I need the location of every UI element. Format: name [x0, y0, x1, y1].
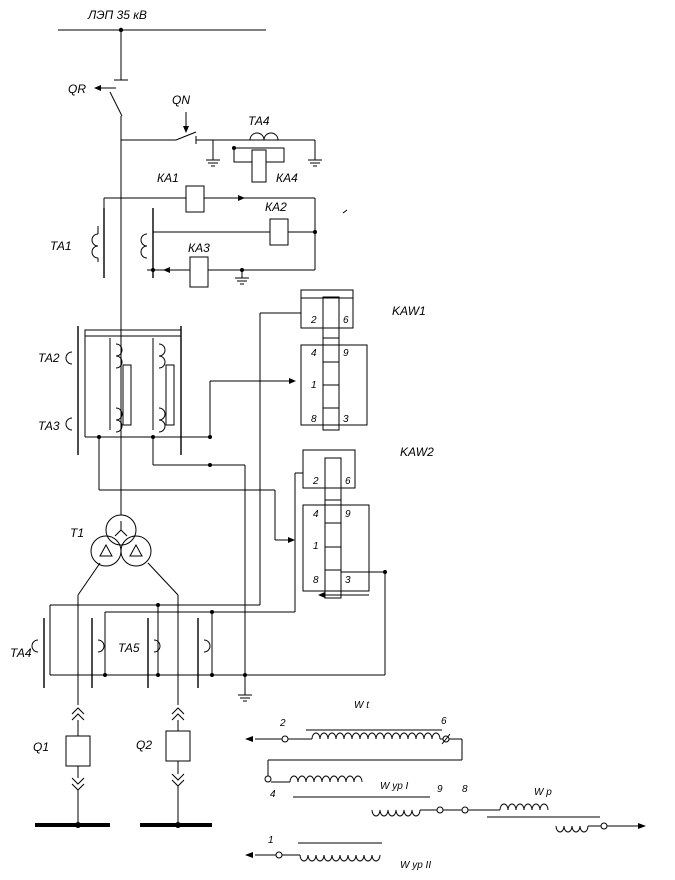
- svg-text:3: 3: [345, 575, 351, 586]
- svg-text:8: 8: [462, 784, 468, 795]
- svg-text:6: 6: [343, 315, 349, 326]
- ta4-ta5-group: ТА4 ТА5: [10, 595, 385, 705]
- svg-text:6: 6: [345, 476, 351, 487]
- ta2-label: ТА2: [38, 351, 60, 365]
- windings-diagram: W t 2 6 4 W ур I 9 8 W р: [245, 700, 646, 871]
- q2-upper-plug-icon: [171, 707, 185, 721]
- wp-label: W р: [534, 787, 552, 798]
- svg-text:1: 1: [311, 380, 317, 391]
- t1-label: Т1: [70, 526, 84, 540]
- ka1-relay: [185, 185, 205, 213]
- delta-icon-right: [129, 543, 143, 557]
- svg-text:4: 4: [313, 509, 319, 520]
- wyp1-winding: [289, 775, 363, 783]
- svg-text:9: 9: [437, 784, 443, 795]
- q1-upper-plug-icon: [71, 707, 85, 721]
- ka3-label: КА3: [188, 241, 210, 255]
- svg-text:4: 4: [311, 348, 317, 359]
- q1-lower-plug-icon: [71, 777, 85, 791]
- q1-breaker: Q1: [33, 707, 110, 828]
- svg-text:6: 6: [441, 716, 447, 727]
- qr-arrow-icon: [94, 85, 101, 91]
- t1-secondary-winding-2: [120, 535, 152, 567]
- ka3-relay: [189, 256, 209, 288]
- delta-icon-left: [99, 543, 113, 557]
- ta1-winding-left: [91, 233, 99, 259]
- ta4-top-winding: [249, 132, 279, 141]
- ta4-ka4-group: ТА4 КА4: [206, 114, 322, 185]
- ka4-relay: [251, 149, 267, 183]
- qn-label: QN: [172, 93, 190, 107]
- wt-label: W t: [354, 700, 370, 711]
- ka2-relay: [269, 218, 289, 246]
- wyp1-lower-winding: [371, 809, 421, 817]
- kaw1-relay: KAW1 2 6 4 9 1 8 3: [259, 289, 426, 605]
- svg-text:1: 1: [268, 835, 274, 846]
- svg-text:1: 1: [313, 541, 319, 552]
- qr-label: QR: [68, 82, 86, 96]
- svg-text:2: 2: [312, 476, 319, 487]
- ta1-ka-group: ТА1 КА1 КА2 КА3: [50, 171, 348, 288]
- ta1-label: ТА1: [50, 239, 72, 253]
- t1-primary-winding: [105, 514, 137, 546]
- ka4-label: КА4: [276, 171, 298, 185]
- kaw2-core: [324, 457, 342, 599]
- svg-text:4: 4: [270, 789, 276, 800]
- ta4-top-label: ТА4: [248, 114, 270, 128]
- q2-breaker: Q2: [136, 707, 212, 828]
- kaw2-relay: KAW2 2 6 4 9 1 8 3: [294, 445, 434, 675]
- ta4-bottom-label: ТА4: [10, 646, 32, 660]
- wye-icon: [114, 521, 128, 537]
- svg-text:3: 3: [343, 414, 349, 425]
- ta1-winding-right: [140, 233, 148, 259]
- wp-lower-winding: [555, 825, 589, 833]
- wyp2-winding: [299, 854, 381, 862]
- ta2-ta3-group: ТА2 ТА3: [38, 326, 296, 680]
- t1-secondary-winding-1: [90, 535, 122, 567]
- t1-transformer: Т1: [70, 510, 179, 596]
- ta5-label: ТА5: [118, 641, 140, 655]
- qr-disconnector: QR: [68, 79, 128, 140]
- wp-winding: [499, 803, 549, 811]
- kaw1-core: [322, 296, 340, 431]
- q2-lower-plug-icon: [171, 773, 185, 787]
- svg-text:8: 8: [311, 414, 317, 425]
- q1-label: Q1: [33, 740, 49, 754]
- power-line-section: ЛЭП 35 кВ QR QN ТА4: [58, 8, 322, 510]
- qn-earthing-switch: QN: [121, 93, 210, 144]
- kaw1-label: KAW1: [392, 304, 426, 318]
- q2-label: Q2: [136, 738, 152, 752]
- wt-winding: [311, 732, 441, 740]
- qn-arrow-icon: [183, 126, 189, 133]
- ta3-label: ТА3: [38, 419, 60, 433]
- svg-text:2: 2: [279, 718, 286, 729]
- ka2-label: КА2: [265, 200, 287, 214]
- ka1-label: КА1: [157, 171, 179, 185]
- svg-text:9: 9: [345, 509, 351, 520]
- kaw2-label: KAW2: [400, 445, 434, 459]
- q1-body: [65, 735, 91, 767]
- wyp2-label: W ур II: [400, 860, 431, 871]
- line-label: ЛЭП 35 кВ: [87, 8, 147, 22]
- svg-text:9: 9: [343, 348, 349, 359]
- q2-body: [165, 730, 191, 762]
- wyp1-label: W ур I: [380, 781, 409, 792]
- svg-text:2: 2: [310, 315, 317, 326]
- svg-text:8: 8: [313, 575, 319, 586]
